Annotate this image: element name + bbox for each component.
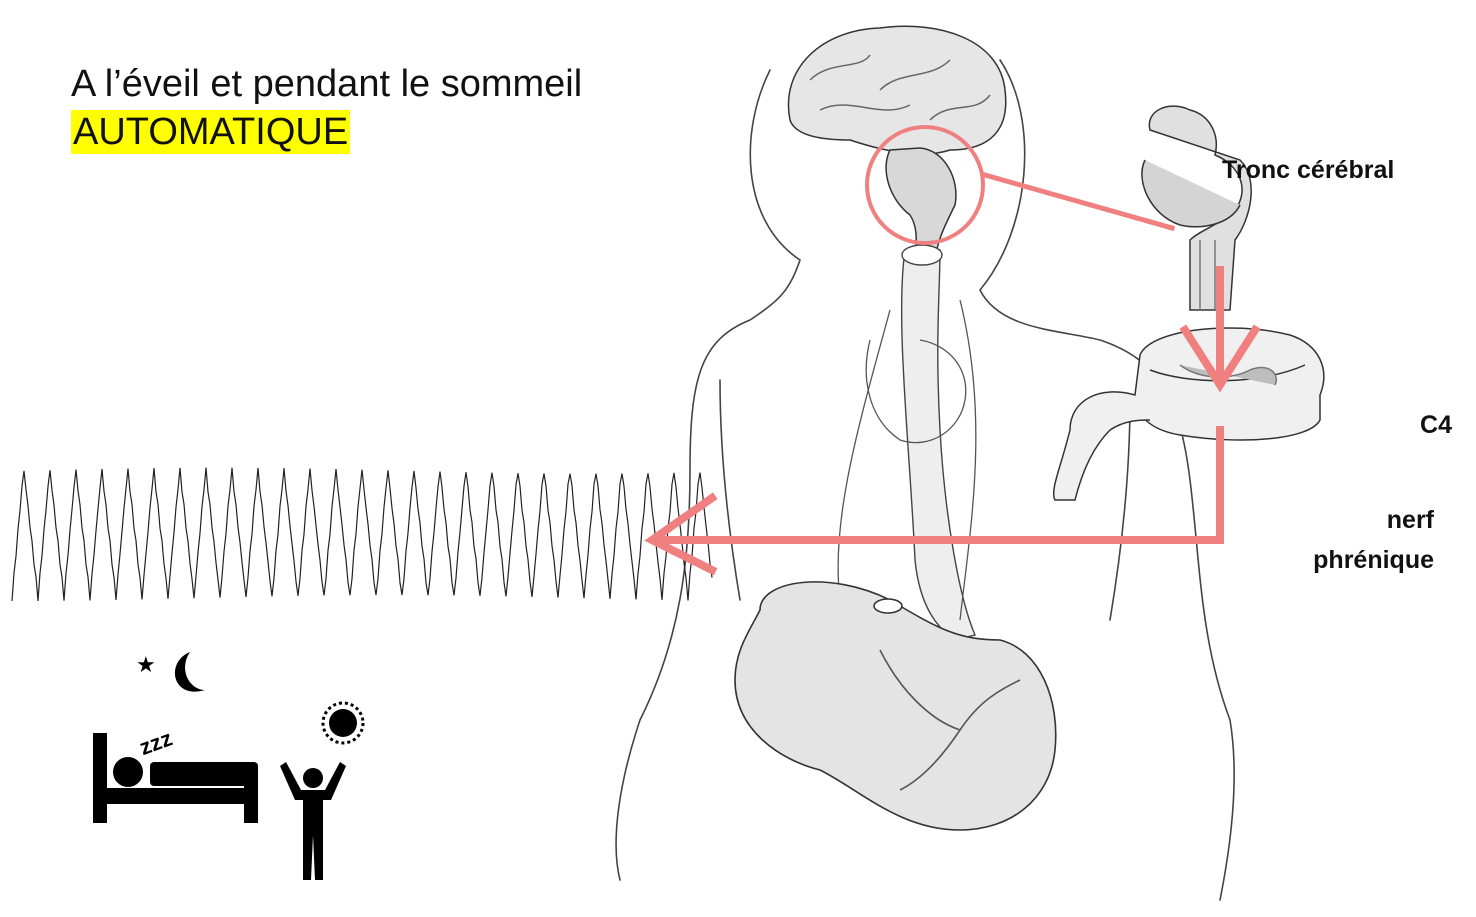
highlight-label: AUTOMATIQUE bbox=[71, 110, 350, 154]
page-title: A l’éveil et pendant le sommeil bbox=[71, 62, 582, 106]
moon-icon bbox=[175, 652, 205, 692]
label-brainstem: Tronc cérébral bbox=[1222, 155, 1394, 185]
label-nerve-line1: nerf bbox=[1387, 505, 1434, 535]
person-sleeping-icon bbox=[113, 757, 143, 787]
brain-illustration bbox=[788, 26, 1005, 265]
label-c4: C4 bbox=[1420, 410, 1452, 440]
person-awake-icon bbox=[280, 762, 346, 880]
stomach-illustration bbox=[735, 582, 1056, 830]
star-icon: ★ bbox=[136, 652, 156, 677]
breathing-waveform bbox=[12, 468, 712, 601]
sleep-wake-icons: ★ zzz bbox=[93, 652, 363, 880]
zzz-icon: zzz bbox=[136, 725, 176, 760]
brainstem-detail bbox=[1142, 106, 1251, 310]
sun-icon bbox=[323, 703, 363, 743]
label-nerve-line2: phrénique bbox=[1313, 545, 1434, 575]
